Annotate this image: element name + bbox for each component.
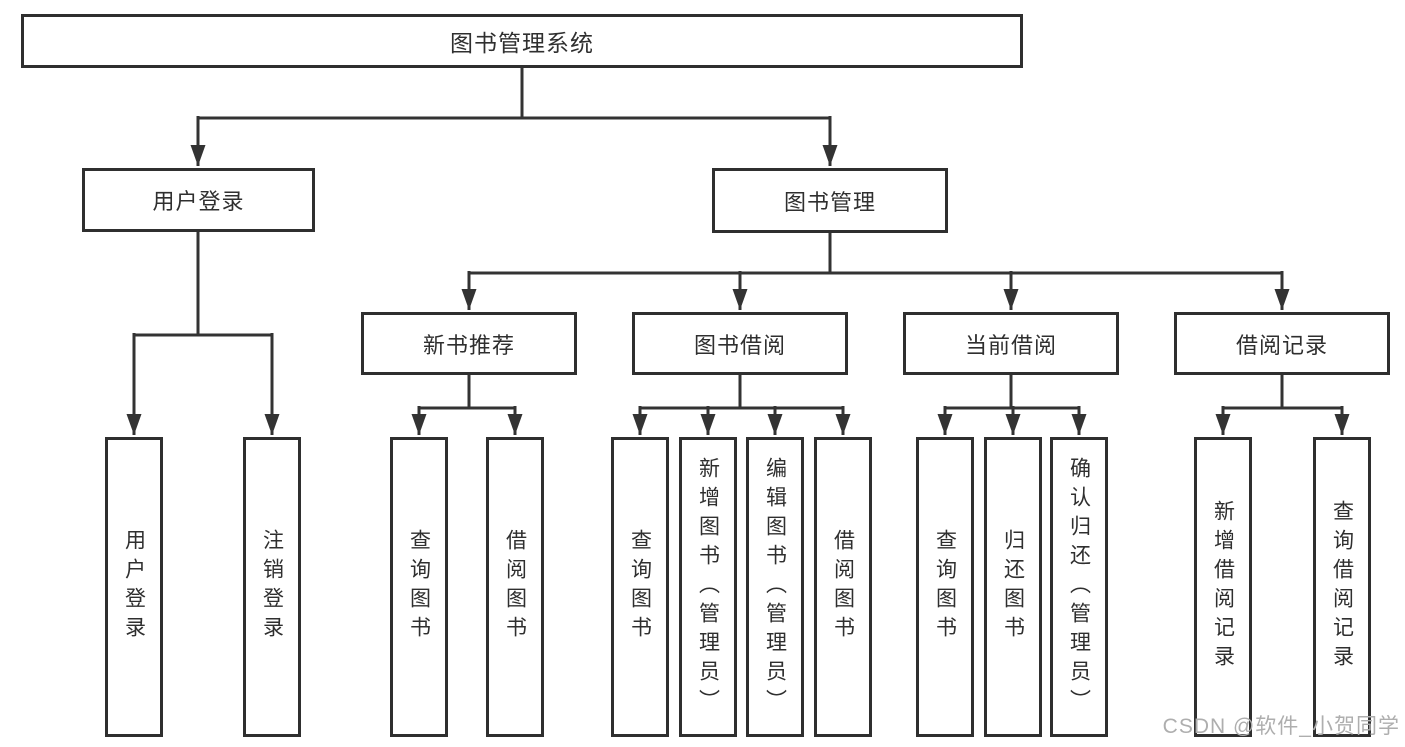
node-new-book-rec-label: 新书推荐 (422, 332, 515, 358)
leaf-logout: 注销登录 (243, 437, 301, 737)
leaf-borrow-book-a-label: 借阅图书 (503, 529, 527, 645)
leaf-add-book-label: 新增图书（管理员） (696, 456, 720, 718)
node-borrow-records: 借阅记录 (1174, 312, 1390, 375)
leaf-query-record: 查询借阅记录 (1313, 437, 1371, 737)
leaf-query-book-b: 查询图书 (611, 437, 669, 737)
leaf-borrow-book-b: 借阅图书 (814, 437, 872, 737)
node-borrow-records-label: 借阅记录 (1235, 332, 1328, 358)
leaf-logout-label: 注销登录 (260, 529, 284, 645)
node-book-borrow-label: 图书借阅 (693, 332, 786, 358)
leaf-edit-book-label: 编辑图书（管理员） (763, 456, 787, 718)
leaf-add-record: 新增借阅记录 (1194, 437, 1252, 737)
leaf-edit-book: 编辑图书（管理员） (746, 437, 804, 737)
node-book-mgmt: 图书管理 (712, 168, 948, 233)
leaf-user-login: 用户登录 (105, 437, 163, 737)
leaf-borrow-book-b-label: 借阅图书 (831, 529, 855, 645)
leaf-user-login-label: 用户登录 (122, 529, 146, 645)
leaf-confirm-return-label: 确认归还（管理员） (1067, 456, 1091, 718)
node-root-label: 图书管理系统 (450, 30, 594, 56)
leaf-add-book: 新增图书（管理员） (679, 437, 737, 737)
node-book-borrow: 图书借阅 (632, 312, 848, 375)
node-root: 图书管理系统 (21, 14, 1023, 68)
leaf-query-book-b-label: 查询图书 (628, 529, 652, 645)
leaf-query-record-label: 查询借阅记录 (1330, 500, 1354, 674)
node-current-borrow-label: 当前借阅 (964, 332, 1057, 358)
leaf-borrow-book-a: 借阅图书 (486, 437, 544, 737)
csdn-watermark: CSDN @软件_小贺同学 (1162, 715, 1400, 738)
leaf-query-book-a-label: 查询图书 (407, 529, 431, 645)
node-user-login: 用户登录 (82, 168, 315, 232)
leaf-query-book-a: 查询图书 (390, 437, 448, 737)
node-book-mgmt-label: 图书管理 (783, 189, 876, 215)
node-current-borrow: 当前借阅 (903, 312, 1119, 375)
leaf-return-book-label: 归还图书 (1001, 529, 1025, 645)
leaf-add-record-label: 新增借阅记录 (1211, 500, 1235, 674)
leaf-query-book-c-label: 查询图书 (933, 529, 957, 645)
node-new-book-rec: 新书推荐 (361, 312, 577, 375)
leaf-query-book-c: 查询图书 (916, 437, 974, 737)
node-user-login-label: 用户登录 (152, 189, 245, 214)
leaf-confirm-return: 确认归还（管理员） (1050, 437, 1108, 737)
leaf-return-book: 归还图书 (984, 437, 1042, 737)
